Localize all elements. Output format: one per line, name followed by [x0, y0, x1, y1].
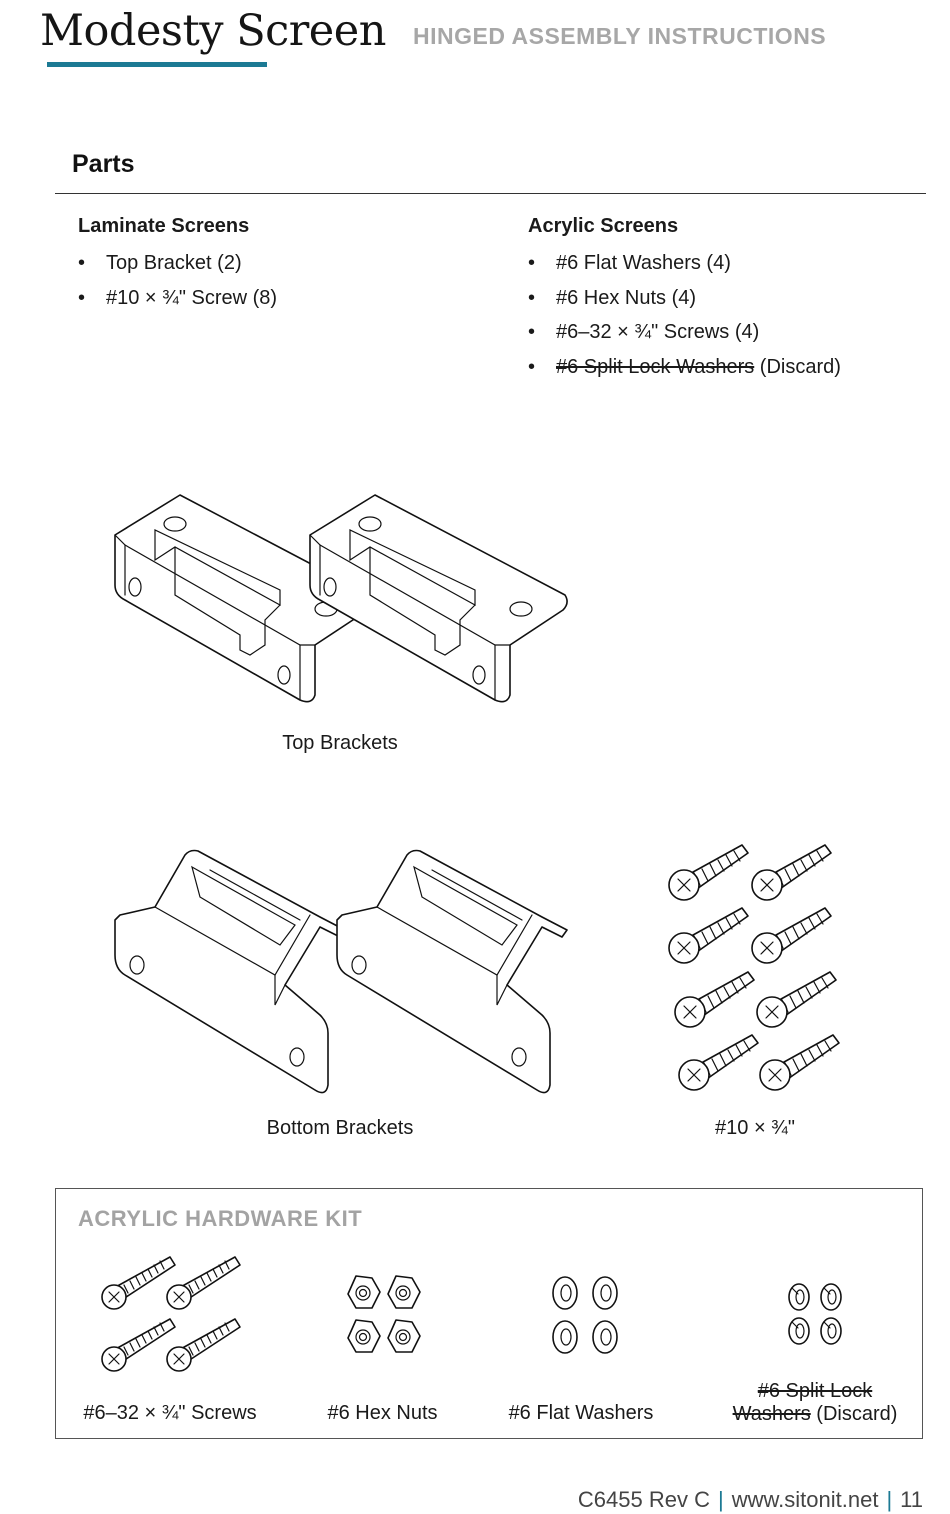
page-subtitle: HINGED ASSEMBLY INSTRUCTIONS: [413, 23, 827, 49]
parts-heading: Parts: [72, 150, 135, 178]
list-item: Top Bracket (2): [78, 246, 488, 281]
machine-screws-illustration: [101, 1256, 241, 1372]
list-item: #6–32 × ¾" Screws (4): [528, 315, 938, 350]
list-item: #6 Flat Washers (4): [528, 246, 938, 281]
kit-hex-nuts-caption: #6 Hex Nuts: [327, 1402, 438, 1424]
split-lock-washers-illustration: [788, 1283, 842, 1345]
struck-text: #6 Split Lock: [757, 1380, 873, 1402]
list-item-discard: #6 Split Lock Washers (Discard): [528, 350, 938, 385]
footer-separator: |: [717, 1487, 724, 1512]
bottom-brackets-caption: Bottom Brackets: [266, 1117, 414, 1139]
struck-text: #6 Split Lock Washers: [556, 355, 755, 378]
title-underline: [47, 62, 267, 67]
acrylic-parts-list: Acrylic Screens #6 Flat Washers (4) #6 H…: [528, 212, 938, 384]
kit-lock-washers-caption: #6 Split Lock Washers (Discard): [715, 1380, 915, 1426]
page-number: 11: [900, 1487, 923, 1512]
kit-flat-washers-caption: #6 Flat Washers: [508, 1402, 654, 1424]
laminate-parts-list: Laminate Screens Top Bracket (2) #10 × ¾…: [78, 212, 488, 315]
wood-screws-caption: #10 × ¾": [715, 1117, 795, 1139]
section-divider: [55, 193, 926, 194]
acrylic-hardware-kit-box: [55, 1188, 923, 1439]
top-brackets-caption: Top Brackets: [282, 732, 398, 754]
list-item: #6 Hex Nuts (4): [528, 281, 938, 316]
flat-washers-illustration: [552, 1276, 618, 1354]
website-link[interactable]: www.sitonit.net: [731, 1487, 879, 1512]
laminate-heading: Laminate Screens: [78, 215, 250, 237]
list-item: #10 × ¾" Screw (8): [78, 281, 488, 316]
struck-text: Washers: [732, 1403, 811, 1425]
footer-separator: |: [886, 1487, 893, 1512]
page-footer: C6455 Rev C | www.sitonit.net | 11: [578, 1487, 923, 1513]
bottom-brackets-illustration: [114, 849, 568, 1094]
document-id: C6455 Rev C: [577, 1487, 710, 1512]
discard-note: (Discard): [754, 355, 841, 378]
top-brackets-illustration: [114, 494, 568, 703]
kit-title: ACRYLIC HARDWARE KIT: [78, 1206, 363, 1231]
discard-note: (Discard): [810, 1403, 898, 1425]
hex-nuts-illustration: [347, 1275, 421, 1353]
page-title: Modesty Screen: [40, 6, 386, 56]
kit-screws-caption: #6–32 × ¾" Screws: [83, 1402, 257, 1424]
wood-screws-illustration: [668, 844, 840, 1091]
acrylic-heading: Acrylic Screens: [528, 215, 679, 237]
